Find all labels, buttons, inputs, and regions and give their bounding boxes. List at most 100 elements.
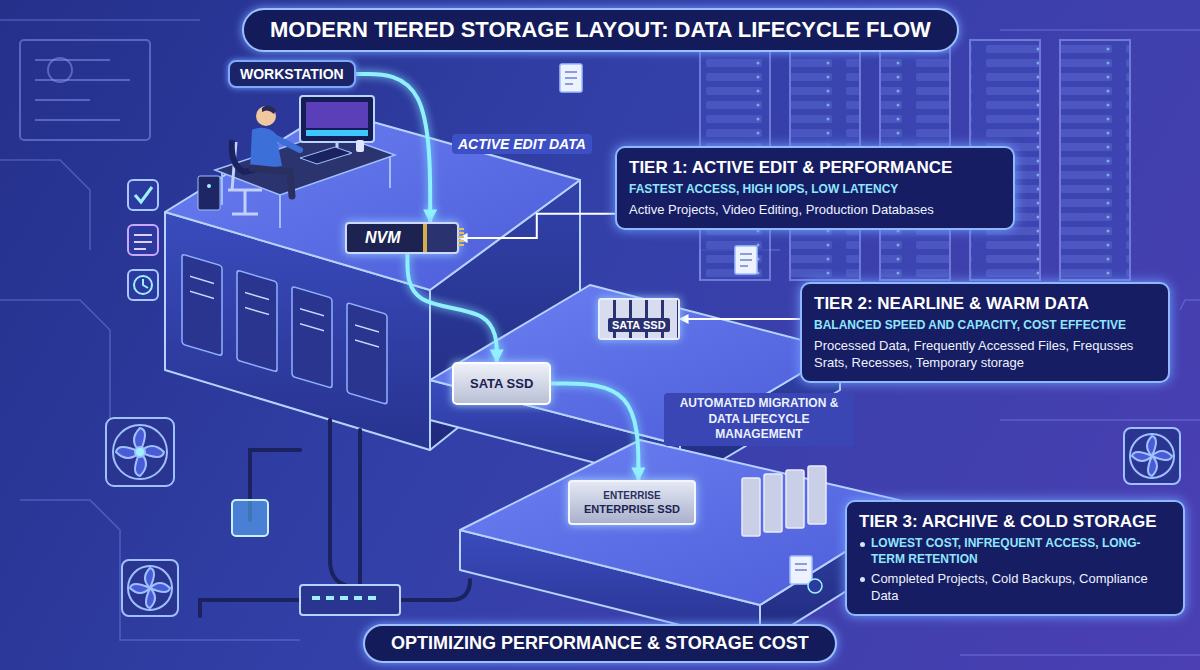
tier-callout: TIER 2: NEARLINE & WARM DATA BALANCED SPE… <box>800 282 1170 383</box>
network-cables <box>400 580 470 600</box>
workstation <box>306 102 368 128</box>
circuit-traces <box>20 500 300 640</box>
circuit-traces <box>1180 300 1200 310</box>
server-bay <box>182 254 222 356</box>
workstation <box>256 106 276 126</box>
wall-panel <box>35 60 130 120</box>
flow-arrow <box>356 74 430 222</box>
workstation <box>272 136 300 150</box>
tier-callout: TIER 1: ACTIVE EDIT & PERFORMANCEFASTEST… <box>615 146 1015 230</box>
cooling-fan <box>135 447 145 457</box>
workstation <box>300 147 352 164</box>
tier-subheading: BALANCED SPEED AND CAPACITY, COST EFFECT… <box>814 318 1156 334</box>
drive-stack <box>742 466 826 536</box>
tier-callout: TIER 3: ARCHIVE & COLD STORAGE LOWEST COS… <box>845 500 1185 616</box>
status-icon <box>143 279 148 288</box>
workstation <box>250 128 282 170</box>
workstation <box>252 168 292 196</box>
server-bay <box>182 254 387 404</box>
document-icon <box>560 64 822 593</box>
status-icon <box>128 225 158 255</box>
drive-stack <box>742 478 760 536</box>
server-label: ENTERRISE <box>584 490 680 501</box>
tier-heading: TIER 3: ARCHIVE & COLD STORAGE <box>859 511 1171 532</box>
cooling-fan <box>106 418 1180 616</box>
nvme-drive: NVM <box>345 222 459 254</box>
server-label: ENTERPRISE SSD <box>584 503 680 515</box>
cooling-fan <box>106 418 174 486</box>
cooling-fan <box>122 560 178 616</box>
drive-label: SATA SSD <box>608 318 670 332</box>
tier-description: Active Projects, Video Editing, Producti… <box>629 202 1001 219</box>
workstation <box>262 105 276 114</box>
network-cables <box>200 600 300 616</box>
workstation <box>356 140 364 152</box>
top-platform <box>165 110 580 450</box>
drive-label: NVM <box>365 229 401 247</box>
drive-label: SATA SSD <box>470 376 533 391</box>
workstation <box>198 96 395 228</box>
leader-arrow <box>680 318 800 320</box>
diagram-title: MODERN TIERED STORAGE LAYOUT: DATA LIFEC… <box>242 8 959 52</box>
flow-arrow <box>407 254 496 362</box>
server-bay <box>237 270 277 372</box>
network-switch <box>232 500 400 615</box>
circuit-traces <box>0 160 90 250</box>
status-icon <box>128 270 158 300</box>
label-box: WORKSTATION <box>228 60 356 88</box>
cooling-fan <box>1130 434 1174 478</box>
circuit-traces <box>1000 419 1200 421</box>
document-icon <box>808 579 822 593</box>
workstation <box>300 96 374 142</box>
tier-heading: TIER 2: NEARLINE & WARM DATA <box>814 293 1156 314</box>
workstation <box>222 157 390 228</box>
drive-stack <box>764 474 782 532</box>
cooling-fan <box>113 425 167 479</box>
sata-ssd: SATA SSD <box>452 362 551 405</box>
network-switch <box>232 500 268 536</box>
cooling-fan <box>1124 428 1180 484</box>
circuit-traces <box>0 300 110 430</box>
workstation <box>207 184 211 188</box>
wall-panel <box>20 40 150 140</box>
status-icon <box>128 180 158 210</box>
wall-panel <box>48 58 72 82</box>
server-bay <box>347 303 387 405</box>
leader-arrow <box>459 214 615 238</box>
status-icon <box>134 276 152 294</box>
tier-description: Processed Data, Frequently Accessed File… <box>814 338 1156 372</box>
network-switch <box>312 596 376 600</box>
network-cables <box>358 430 362 585</box>
network-cables <box>200 420 470 616</box>
wall-panel <box>20 40 150 140</box>
tier-description: Completed Projects, Cold Backups, Compli… <box>859 571 1171 605</box>
status-icon <box>128 180 158 300</box>
server-bay <box>190 276 379 347</box>
server-racks <box>1060 40 1130 280</box>
flow-arrow <box>551 384 638 481</box>
network-switch <box>300 585 400 615</box>
cooling-fan <box>130 568 170 608</box>
tier-subheading: LOWEST COST, INFREQUENT ACCESS, LONG-TER… <box>859 536 1171 567</box>
tier-subheading: FASTEST ACCESS, HIGH IOPS, LOW LATENCY <box>629 182 1001 198</box>
cooling-fan <box>128 566 172 610</box>
workstation <box>198 176 220 210</box>
workstation-label: WORKSTATION <box>240 66 344 82</box>
edge-label: ACTIVE EDIT DATA <box>452 134 592 154</box>
status-icon <box>135 187 152 202</box>
enterprise-server: ENTERRISE ENTERPRISE SSD <box>568 480 696 525</box>
cooling-fan <box>1132 436 1172 476</box>
cooling-fan <box>116 428 164 476</box>
circuit-traces <box>0 20 1200 655</box>
network-cables <box>330 420 345 585</box>
status-icon <box>134 235 152 249</box>
diagram-caption: OPTIMIZING PERFORMANCE & STORAGE COST <box>363 624 837 663</box>
circuit-traces <box>0 19 200 21</box>
circuit-traces <box>1000 29 1200 31</box>
ssd-array: SATA SSD <box>598 298 680 340</box>
workstation <box>306 130 368 136</box>
drive-stack <box>786 470 804 528</box>
circuit-traces <box>960 654 1200 656</box>
